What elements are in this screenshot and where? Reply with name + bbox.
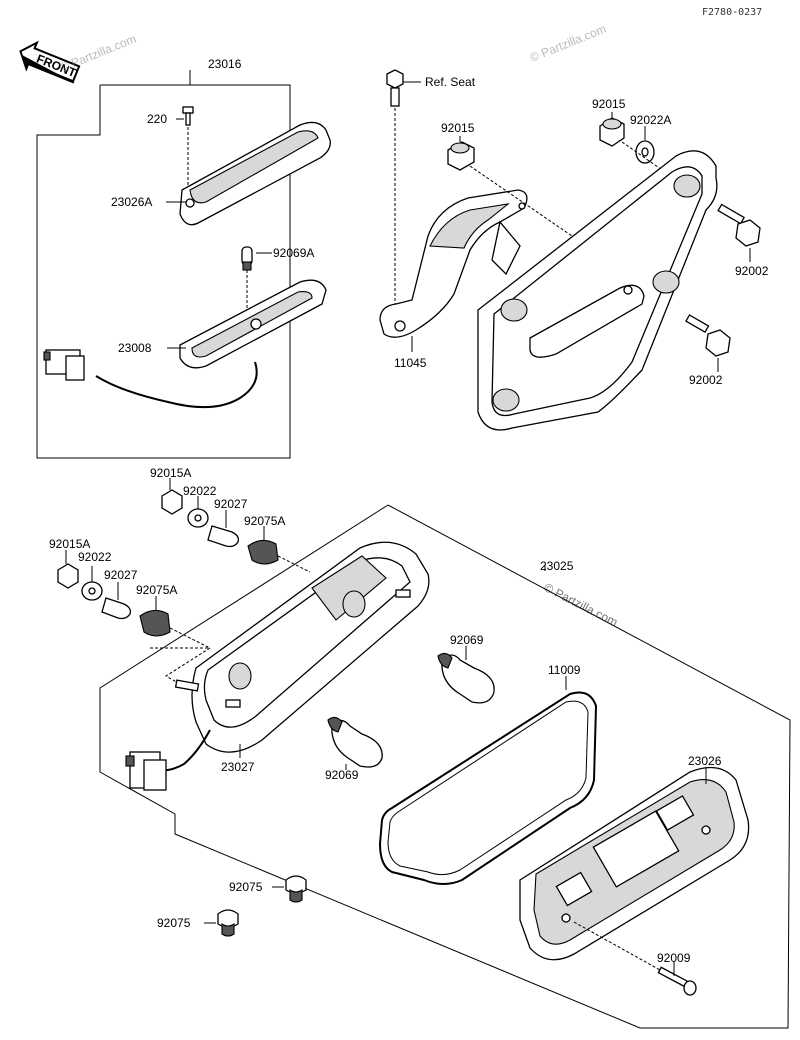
nut-92015-b	[599, 117, 625, 147]
nut-92015-a	[447, 141, 475, 171]
label-23026: 23026	[688, 754, 722, 768]
label-92022-a: 92022	[183, 484, 217, 498]
collar-92027-b	[101, 597, 132, 620]
diagram-code: F2780-0237	[702, 7, 762, 18]
connector-plug-icon	[43, 349, 85, 381]
label-23025: 23025	[540, 559, 574, 573]
nut-92015A-b	[57, 563, 79, 589]
group-outline-23025	[99, 504, 791, 1029]
grommet-92075-a	[285, 875, 307, 903]
label-92002-b: 92002	[689, 373, 723, 387]
tail-lamp-base-23027	[174, 541, 430, 753]
washer-92022-b	[81, 581, 103, 601]
gasket-11009	[378, 691, 598, 885]
label-92069-b: 92069	[325, 768, 359, 782]
label-11009: 11009	[548, 663, 581, 677]
lamp-housing-23008	[179, 279, 327, 369]
label-92015-b: 92015	[592, 97, 626, 111]
label-92075-b: 92075	[157, 916, 191, 930]
license-plate-bracket	[477, 150, 718, 431]
label-92069-a: 92069	[450, 633, 484, 647]
label-23027: 23027	[221, 760, 255, 774]
label-92015-a: 92015	[441, 121, 475, 135]
grommet-92075A-b	[139, 609, 171, 637]
bolt-92002-a	[717, 203, 761, 247]
label-92015A-a: 92015A	[150, 466, 191, 480]
grommet-92075A-a	[247, 539, 279, 565]
screw-220	[182, 106, 194, 126]
label-92075A-a: 92075A	[244, 514, 285, 528]
label-11045: 11045	[394, 356, 427, 370]
watermark-large: © Partzilla.com	[542, 580, 620, 629]
washer-92022-a	[187, 508, 209, 528]
label-92009: 92009	[657, 951, 691, 965]
washer-92022A	[635, 140, 655, 164]
watermark-text: © Partzilla.com	[58, 32, 138, 75]
label-220: 220	[147, 112, 167, 126]
tail-connector-icon	[125, 751, 167, 791]
label-23016: 23016	[208, 57, 242, 71]
group-outline-23016	[36, 84, 291, 459]
label-92022-b: 92022	[78, 550, 112, 564]
grommet-92075-b	[217, 909, 239, 937]
bracket-11045	[379, 189, 528, 338]
bulb-92069-a	[437, 652, 495, 704]
wire-harness	[95, 361, 258, 409]
label-92075A-b: 92075A	[136, 583, 177, 597]
bolt-92002-b	[685, 314, 731, 357]
label-92027-a: 92027	[214, 497, 248, 511]
label-23026A: 23026A	[111, 195, 152, 209]
nut-92015A-a	[161, 489, 183, 515]
label-refseat: Ref. Seat	[425, 75, 476, 89]
label-92027-b: 92027	[104, 568, 138, 582]
lamp-lens-23026A	[179, 121, 331, 226]
label-92015A-b: 92015A	[49, 537, 90, 551]
screw-92009	[657, 966, 697, 996]
watermark-text-2: © Partzilla.com	[528, 22, 608, 65]
label-92002-a: 92002	[735, 264, 769, 278]
collar-92027-a	[207, 525, 240, 548]
bulb-92069A	[241, 246, 253, 271]
bulb-92069-b	[327, 716, 383, 768]
label-23008: 23008	[118, 341, 152, 355]
ref-seat-bolt	[386, 69, 404, 107]
label-92075-a: 92075	[229, 880, 263, 894]
label-92022A: 92022A	[630, 113, 671, 127]
tail-lens-23026	[519, 766, 750, 961]
label-92069A: 92069A	[273, 246, 314, 260]
